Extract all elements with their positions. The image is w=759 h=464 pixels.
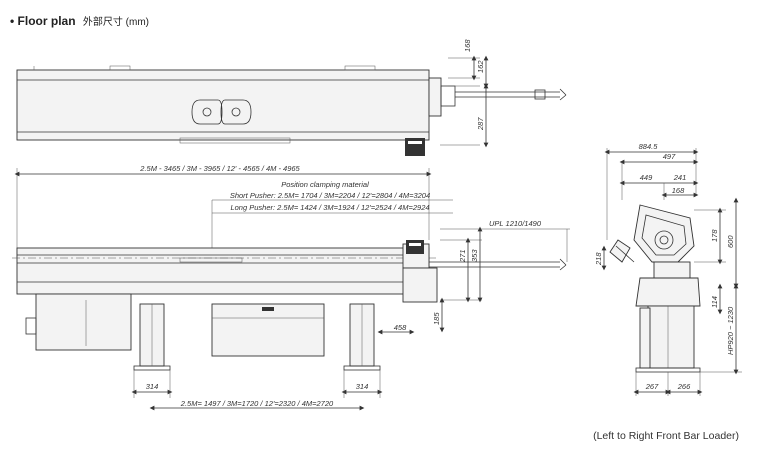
title-text: • Floor plan (10, 14, 76, 28)
hp-range: HP920 ~ 1230 (726, 306, 735, 355)
clamp-title: Position clamping material (281, 180, 369, 189)
dim-218: 218 (594, 252, 603, 266)
dim-884-5: 884.5 (639, 142, 659, 151)
dim-168-top: 168 (463, 39, 472, 52)
long-pusher-label: Long Pusher: 2.5M= 1424 / 3M=1924 / 12'=… (230, 203, 429, 212)
front-leg-left (133, 303, 171, 371)
control-box-top (405, 138, 425, 156)
porthole-window (191, 99, 252, 125)
side-view: 884.5 497 449 241 168 178 600 114 (594, 142, 742, 396)
unit-subtitle: 外部尺寸 (mm) (82, 17, 149, 28)
upl-label: UPL 1210/1490 (489, 219, 542, 228)
dim-314-right: 314 (356, 382, 369, 391)
loader-caption: (Left to Right Front Bar Loader) (593, 430, 739, 442)
short-pusher-label: Short Pusher: 2.5M= 1704 / 3M=2204 / 12'… (230, 191, 430, 200)
front-view: 2.5M - 3465 / 3M - 3965 / 12' - 4565 / 4… (12, 164, 570, 411)
dim-185: 185 (432, 312, 441, 325)
dim-162-top: 162 (476, 60, 485, 73)
front-view-body (16, 247, 430, 295)
dim-287-top: 287 (476, 117, 485, 131)
dim-458: 458 (394, 323, 407, 332)
dim-314-left: 314 (146, 382, 159, 391)
length-label: 2.5M - 3465 / 3M - 3965 / 12' - 4565 / 4… (139, 164, 300, 173)
dim-449: 449 (640, 173, 653, 182)
top-view: 168 162 287 (16, 39, 567, 156)
tray (211, 303, 325, 357)
dim-267: 267 (645, 382, 659, 391)
control-box-front (406, 240, 424, 254)
dim-266: 266 (677, 382, 691, 391)
floor-plan-title: • Floor plan 外部尺寸 (mm) (10, 13, 149, 28)
front-leg-right (343, 303, 381, 371)
dim-600: 600 (726, 235, 735, 248)
dim-178: 178 (710, 229, 719, 242)
top-view-body (16, 69, 430, 141)
dim-168-side: 168 (672, 186, 685, 195)
dim-241: 241 (673, 173, 687, 182)
dim-114: 114 (710, 296, 719, 308)
electrical-cabinet (35, 293, 132, 351)
base-length-label: 2.5M= 1497 / 3M=1720 / 12'=2320 / 4M=272… (180, 399, 334, 408)
dim-353: 353 (470, 249, 479, 262)
side-stand (647, 305, 695, 369)
dim-271: 271 (458, 249, 467, 263)
dim-497: 497 (663, 152, 676, 161)
